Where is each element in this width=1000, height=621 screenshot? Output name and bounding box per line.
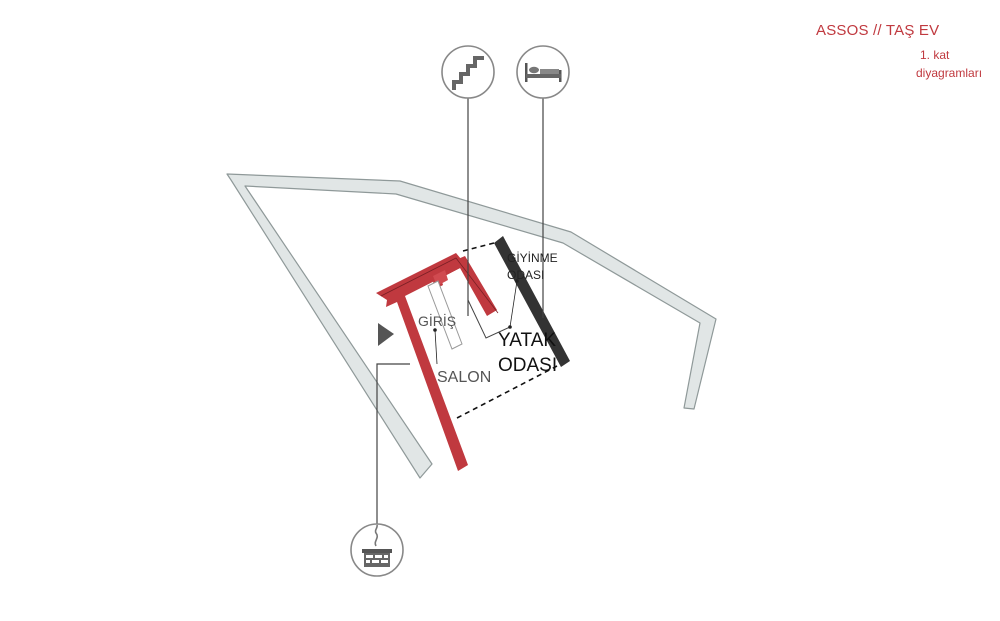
room-dashed-outline <box>456 241 558 419</box>
label-bedroom: YATAK ODASI <box>498 328 557 378</box>
site-boundary <box>226 173 717 479</box>
page-title: ASSOS // TAŞ EV <box>816 22 940 39</box>
entry-arrow-icon <box>378 323 394 346</box>
leader-lines <box>376 97 544 525</box>
label-dressing-room: GİYİNME ODASI <box>507 250 558 284</box>
inner-partition <box>427 280 511 350</box>
label-bedroom-line1: YATAK <box>498 330 557 351</box>
label-dressing-line2: ODASI <box>507 268 545 282</box>
stairs-icon <box>441 45 495 99</box>
page-subtitle: 1. kat diyagramları <box>916 46 982 82</box>
label-entry: GİRİŞ <box>418 313 457 329</box>
label-bedroom-line2: ODASI <box>498 355 558 376</box>
label-dressing-line1: GİYİNME <box>507 251 558 265</box>
label-living-room: SALON <box>437 369 492 386</box>
subtitle-diagrams: diyagramları <box>916 66 983 80</box>
dark-wall <box>494 236 570 367</box>
fireplace-icon <box>350 523 404 577</box>
subtitle-floor: 1. kat <box>920 48 950 62</box>
connector-dots <box>433 279 519 365</box>
bed-icon <box>516 45 570 99</box>
